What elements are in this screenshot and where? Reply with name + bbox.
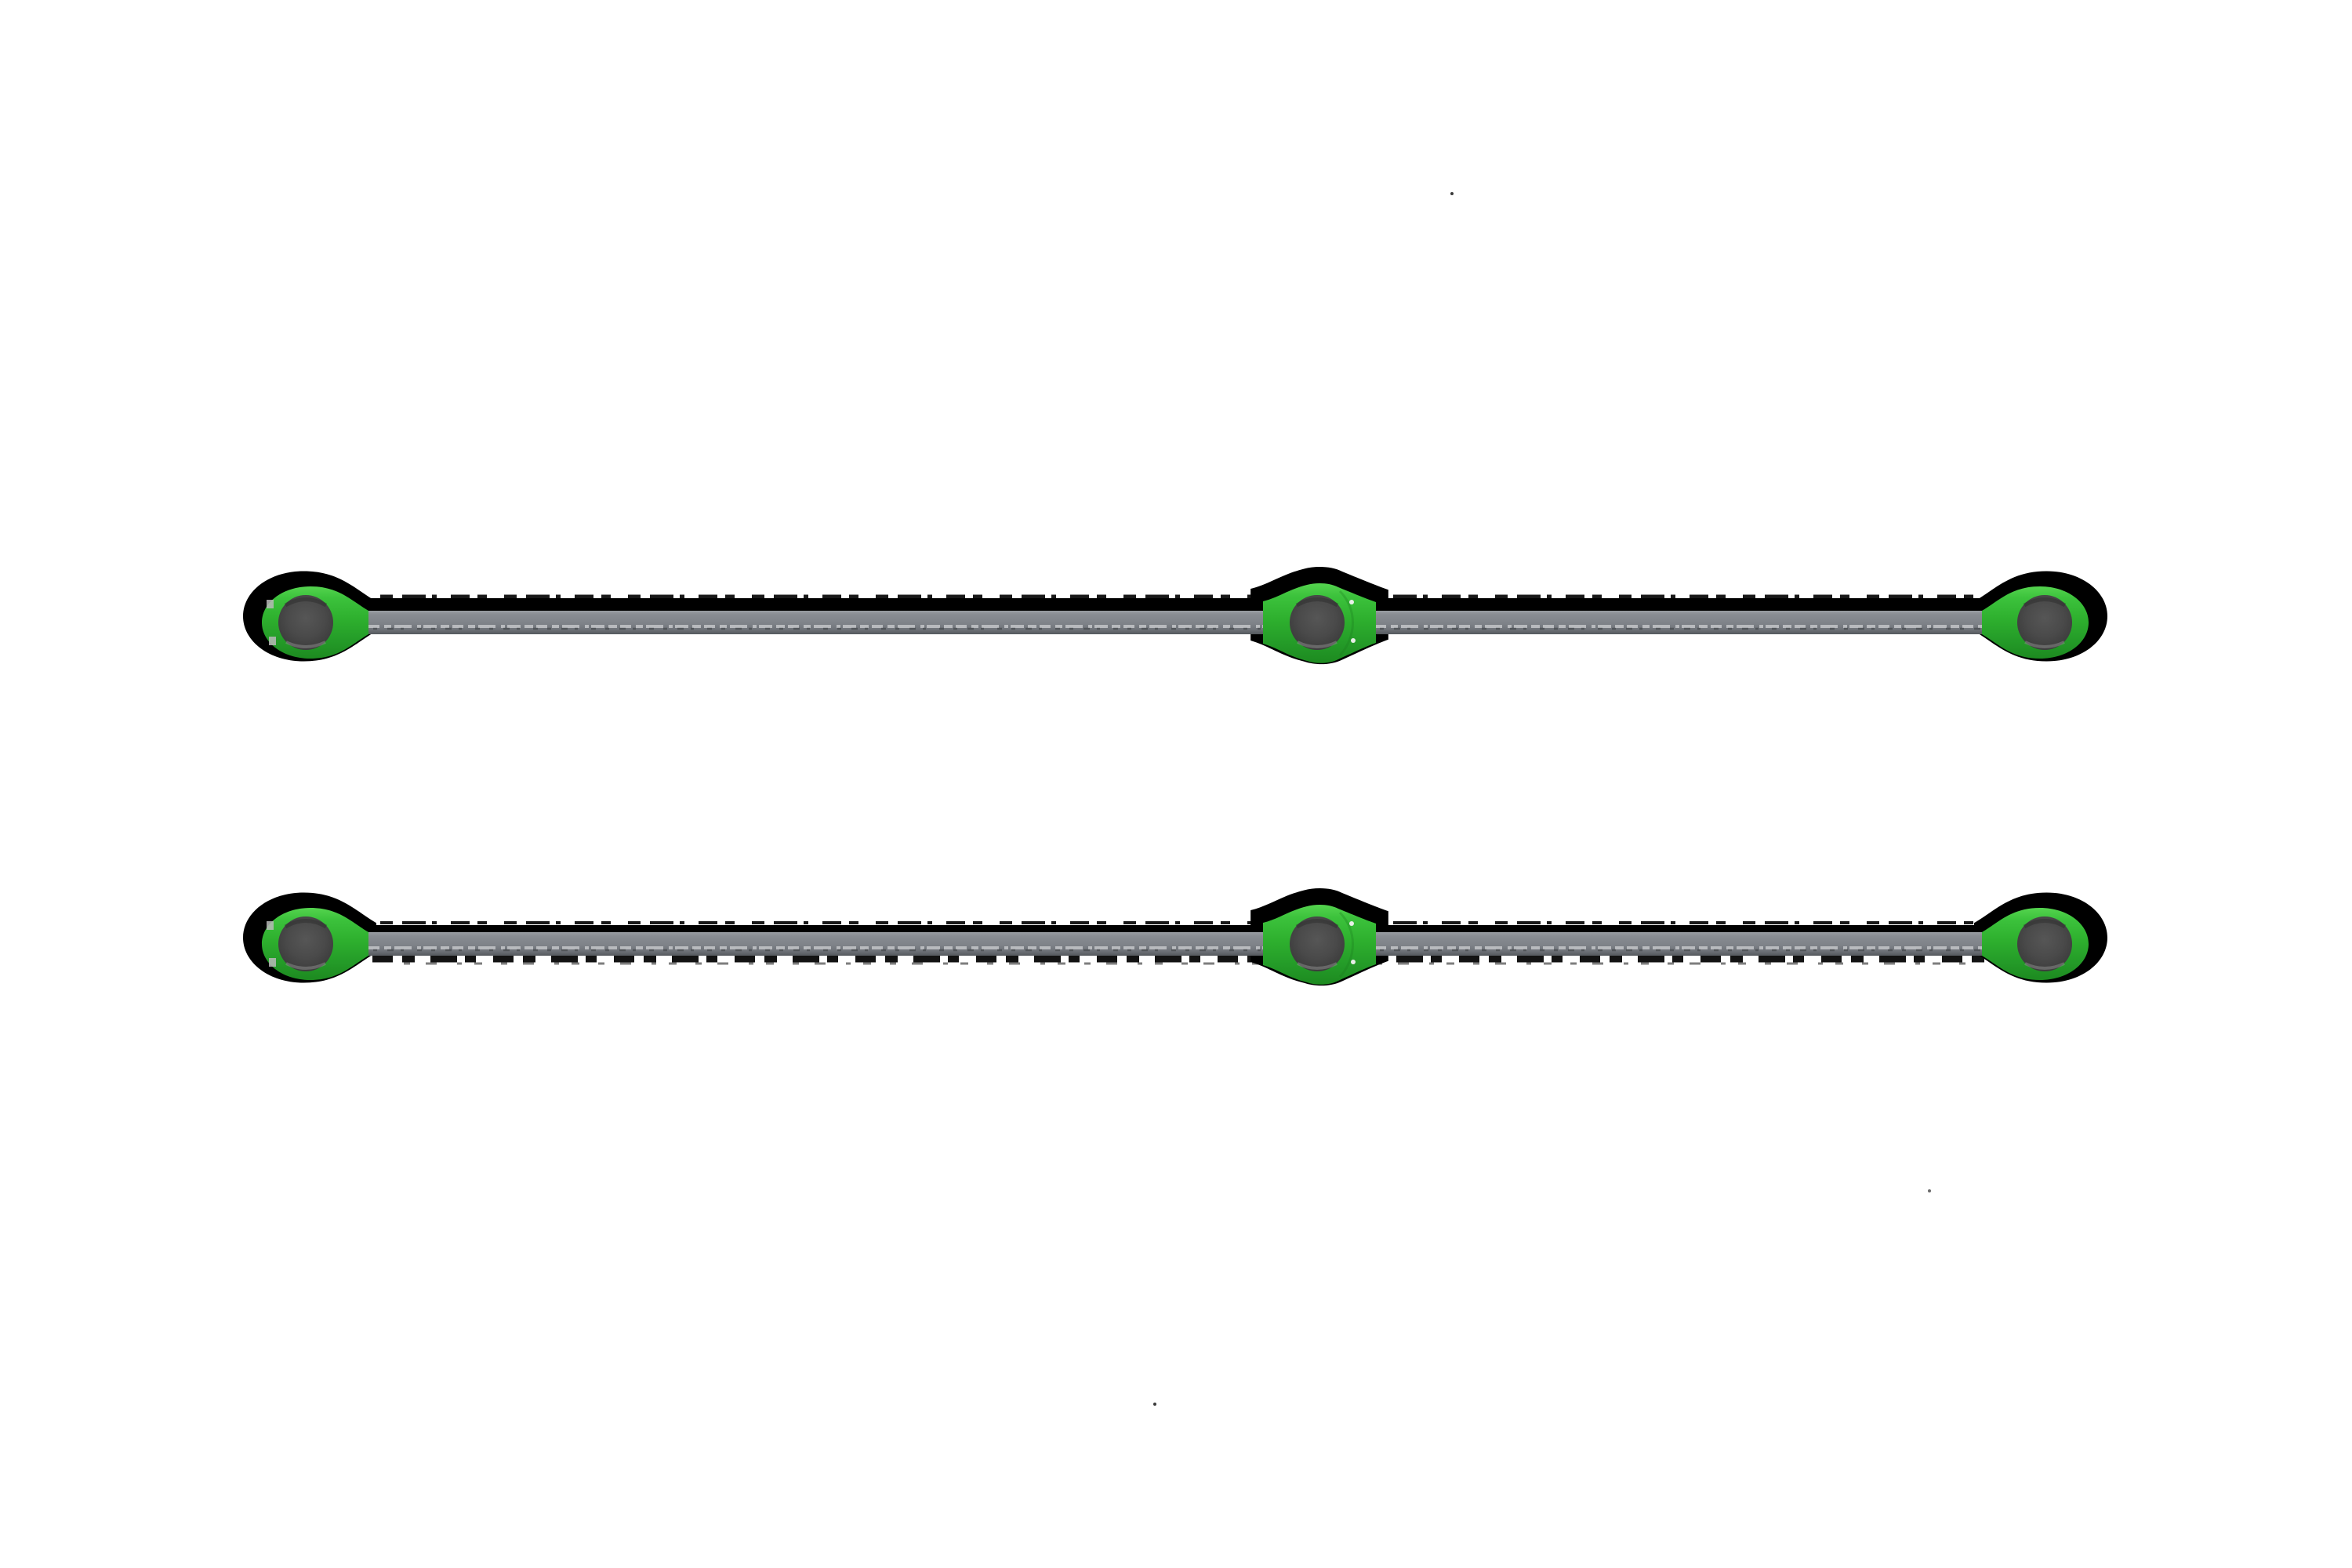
seam-glint [1351,638,1356,643]
bushing-rim-shade [2023,919,2067,929]
bushing-rim-highlight [1297,962,1338,970]
pivot-pin-tab [267,600,274,608]
seam-glint [1351,960,1356,964]
rod-bar-right [1372,932,1993,956]
rod-shadow-band [357,598,2007,612]
bushing-rim-highlight [285,962,326,970]
bushing-rim-highlight [1297,641,1338,648]
bushing [278,916,333,971]
seam-glint [1349,600,1354,604]
bushing [2017,595,2072,650]
bushing-layer [278,916,2072,971]
rod-assembly-top [243,567,2107,665]
rod-bar-left [365,611,1269,634]
bushing-rim-shade [284,597,328,608]
bushing-rim-highlight [285,641,326,648]
background-specks [1153,192,1931,1406]
rod-assembly-bottom [243,888,2107,986]
pivot-pin-tab [267,921,274,930]
bushing-rim-highlight [2024,962,2065,970]
rod-shadow-band [357,925,2007,934]
bushing [1290,916,1345,971]
bushing-layer [278,595,2072,650]
pivot-pin-tab [269,958,276,967]
rod-layer [365,611,1993,634]
bushing-rim-shade [1295,919,1339,929]
bushing [2017,916,2072,971]
seam-glint [1349,921,1354,926]
background-speck [1928,1189,1931,1192]
background-speck [1153,1403,1156,1406]
rod-bar-right [1372,611,1993,634]
bushing-rim-shade [1295,597,1339,608]
rod-layer [365,932,1993,956]
socket-seam [1338,590,1354,657]
rod-bar-left [365,932,1269,956]
bushing-rim-highlight [2024,641,2065,648]
bushing-rim-shade [2023,597,2067,608]
bushing [1290,595,1345,650]
pivot-pin-tab [269,637,276,645]
background-speck [1450,192,1454,195]
socket-seam [1338,911,1354,978]
bushing-rim-shade [284,919,328,929]
bushing [278,595,333,650]
